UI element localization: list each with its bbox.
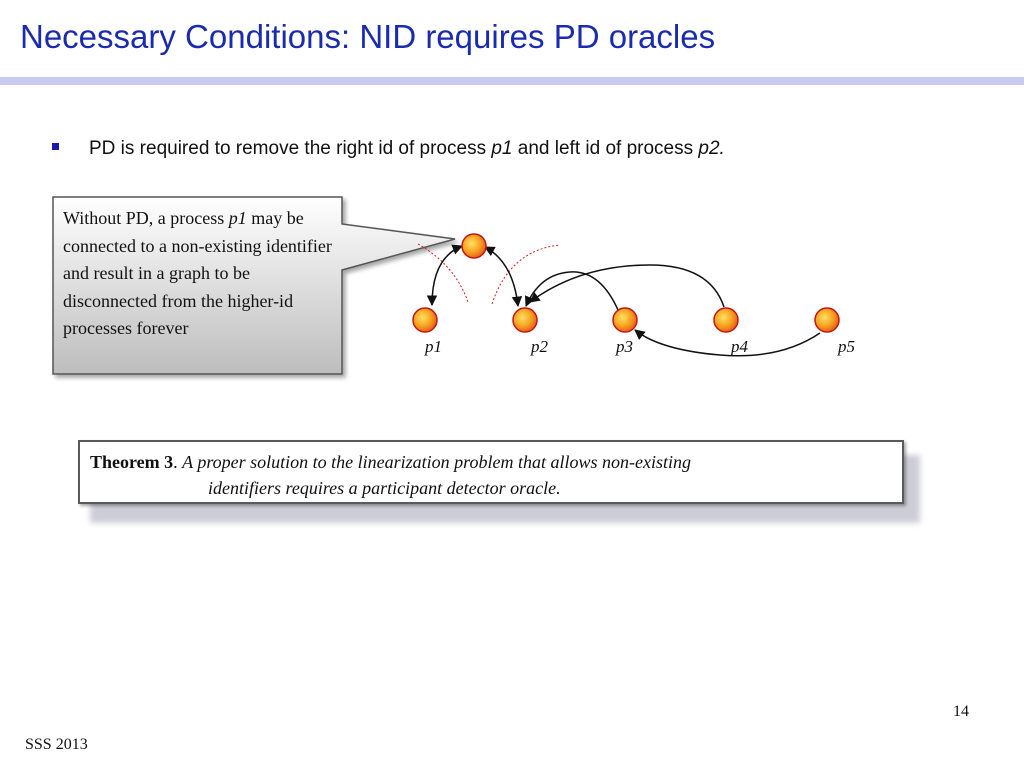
dotted-link-left — [417, 243, 469, 303]
footer-text: SSS 2013 — [25, 736, 88, 753]
dotted-link-right — [491, 244, 561, 305]
bullet-text-p1: p1 — [491, 138, 513, 159]
process-label-p5: p5 — [838, 337, 855, 356]
edge-top-to-p1 — [426, 244, 463, 307]
process-label-p1: p1 — [425, 337, 442, 356]
bullet-text-p2: p2. — [698, 138, 725, 159]
edge-p4-to-p2 — [529, 264, 725, 308]
bullet-item: PD is required to remove the right id of… — [52, 138, 725, 160]
theorem-name: Theorem 3 — [90, 452, 174, 472]
title-divider — [0, 77, 1024, 85]
square-bullet-icon — [52, 143, 59, 151]
slide-title: Necessary Conditions: NID requires PD or… — [20, 18, 716, 55]
theorem-line1: Theorem 3. A proper solution to the line… — [90, 452, 691, 473]
node-p2 — [512, 307, 538, 333]
edge-top-to-p2 — [484, 246, 523, 308]
theorem-box: Theorem 3. A proper solution to the line… — [78, 440, 904, 504]
node-p3 — [612, 307, 638, 333]
node-p1 — [412, 307, 438, 333]
callout-text-part1: Without PD, a process — [63, 208, 229, 228]
edge-p3-to-p2 — [524, 271, 619, 311]
callout-text-part2: may be connected to a non-existing ident… — [63, 208, 332, 338]
theorem-sep: . — [173, 452, 183, 472]
callout-text: Without PD, a process p1 may be connecte… — [63, 205, 343, 343]
node-p5 — [814, 307, 840, 333]
bullet-text-part2: and left id of process — [512, 138, 699, 159]
callout-text-p1: p1 — [228, 208, 247, 228]
edge-p5-to-p3 — [634, 329, 821, 357]
process-label-p3: p3 — [616, 337, 633, 356]
node-top — [461, 233, 487, 259]
page-number: 14 — [953, 703, 969, 720]
node-p4 — [713, 307, 739, 333]
theorem-text-line2: identifiers requires a participant detec… — [208, 478, 561, 498]
theorem-text-line1: A proper solution to the linearization p… — [182, 452, 691, 472]
process-label-p2: p2 — [531, 337, 548, 356]
bullet-text-part1: PD is required to remove the right id of… — [89, 138, 492, 159]
process-label-p4: p4 — [731, 337, 748, 356]
